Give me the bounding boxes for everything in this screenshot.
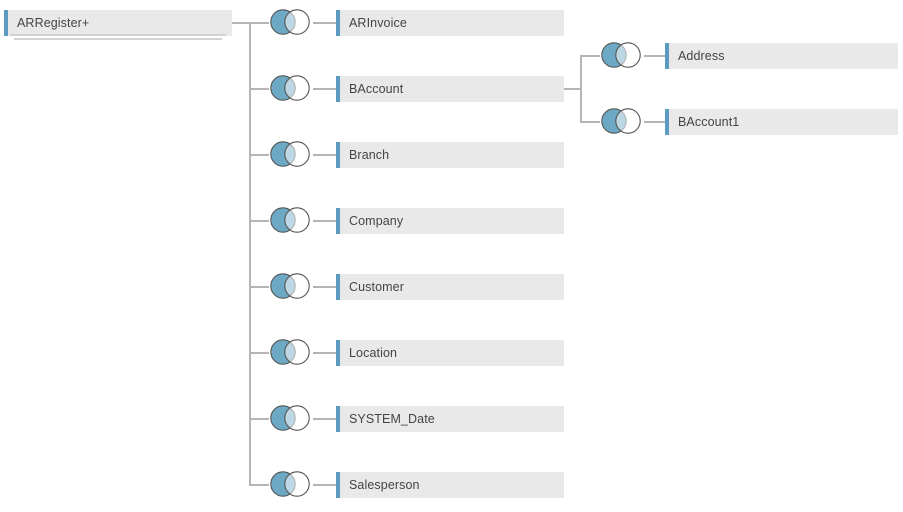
- connector-icon-to-label-7: [313, 418, 337, 420]
- node-address[interactable]: Address: [665, 43, 898, 69]
- root-node-stack-line-2: [14, 38, 222, 40]
- node-label: Salesperson: [349, 478, 420, 492]
- node-accent-bar: [336, 10, 340, 36]
- node-arinvoice[interactable]: ARInvoice: [336, 10, 564, 36]
- connector-branch-2: [249, 88, 269, 90]
- left-join-icon[interactable]: [599, 40, 643, 70]
- node-accent-bar: [336, 76, 340, 102]
- connector-sub-branch-1: [580, 55, 600, 57]
- node-accent-bar: [336, 274, 340, 300]
- node-salesperson[interactable]: Salesperson: [336, 472, 564, 498]
- node-label: Company: [349, 214, 404, 228]
- connector-icon-to-label-2: [313, 88, 337, 90]
- connector-root-stub: [232, 22, 250, 24]
- node-accent-bar: [336, 340, 340, 366]
- connector-baccount-stub: [564, 88, 582, 90]
- connector-branch-1: [249, 22, 269, 24]
- connector-icon-to-label-8: [313, 484, 337, 486]
- node-branch[interactable]: Branch: [336, 142, 564, 168]
- node-accent-bar: [336, 406, 340, 432]
- node-label: ARInvoice: [349, 16, 407, 30]
- node-label: Branch: [349, 148, 390, 162]
- node-baccount1[interactable]: BAccount1: [665, 109, 898, 135]
- node-label: SYSTEM_Date: [349, 412, 435, 426]
- node-system-date[interactable]: SYSTEM_Date: [336, 406, 564, 432]
- node-accent-bar: [336, 142, 340, 168]
- connector-branch-5: [249, 286, 269, 288]
- connector-branch-6: [249, 352, 269, 354]
- connector-icon-to-label-1: [313, 22, 337, 24]
- node-label: Location: [349, 346, 398, 360]
- left-join-icon[interactable]: [599, 106, 643, 136]
- left-join-icon[interactable]: [268, 7, 312, 37]
- connector-icon-to-label-5: [313, 286, 337, 288]
- connector-icon-to-label-4: [313, 220, 337, 222]
- connector-icon-to-label-3: [313, 154, 337, 156]
- connector-branch-3: [249, 154, 269, 156]
- node-label: BAccount1: [678, 115, 740, 129]
- node-label: Customer: [349, 280, 404, 294]
- node-accent-bar: [665, 109, 669, 135]
- root-node-stack-line-1: [10, 34, 226, 36]
- node-customer[interactable]: Customer: [336, 274, 564, 300]
- left-join-icon[interactable]: [268, 469, 312, 499]
- left-join-icon[interactable]: [268, 337, 312, 367]
- left-join-icon[interactable]: [268, 139, 312, 169]
- node-accent-bar: [665, 43, 669, 69]
- connector-sub-icon-to-label-1: [644, 55, 666, 57]
- left-join-icon[interactable]: [268, 403, 312, 433]
- node-label: BAccount: [349, 82, 404, 96]
- connector-sub-branch-2: [580, 121, 600, 123]
- node-label: Address: [678, 49, 725, 63]
- root-node-arregister[interactable]: ARRegister+: [4, 10, 232, 36]
- connector-icon-to-label-6: [313, 352, 337, 354]
- node-accent-bar: [336, 472, 340, 498]
- left-join-icon[interactable]: [268, 205, 312, 235]
- connector-branch-7: [249, 418, 269, 420]
- connector-branch-4: [249, 220, 269, 222]
- root-node-label: ARRegister+: [17, 16, 90, 30]
- connector-sub-icon-to-label-2: [644, 121, 666, 123]
- node-company[interactable]: Company: [336, 208, 564, 234]
- node-accent-bar: [336, 208, 340, 234]
- node-accent-bar: [4, 10, 8, 36]
- node-baccount[interactable]: BAccount: [336, 76, 564, 102]
- connector-baccount-trunk: [580, 55, 582, 121]
- connector-branch-8: [249, 484, 269, 486]
- node-location[interactable]: Location: [336, 340, 564, 366]
- left-join-icon[interactable]: [268, 73, 312, 103]
- connector-main-trunk: [249, 22, 251, 485]
- left-join-icon[interactable]: [268, 271, 312, 301]
